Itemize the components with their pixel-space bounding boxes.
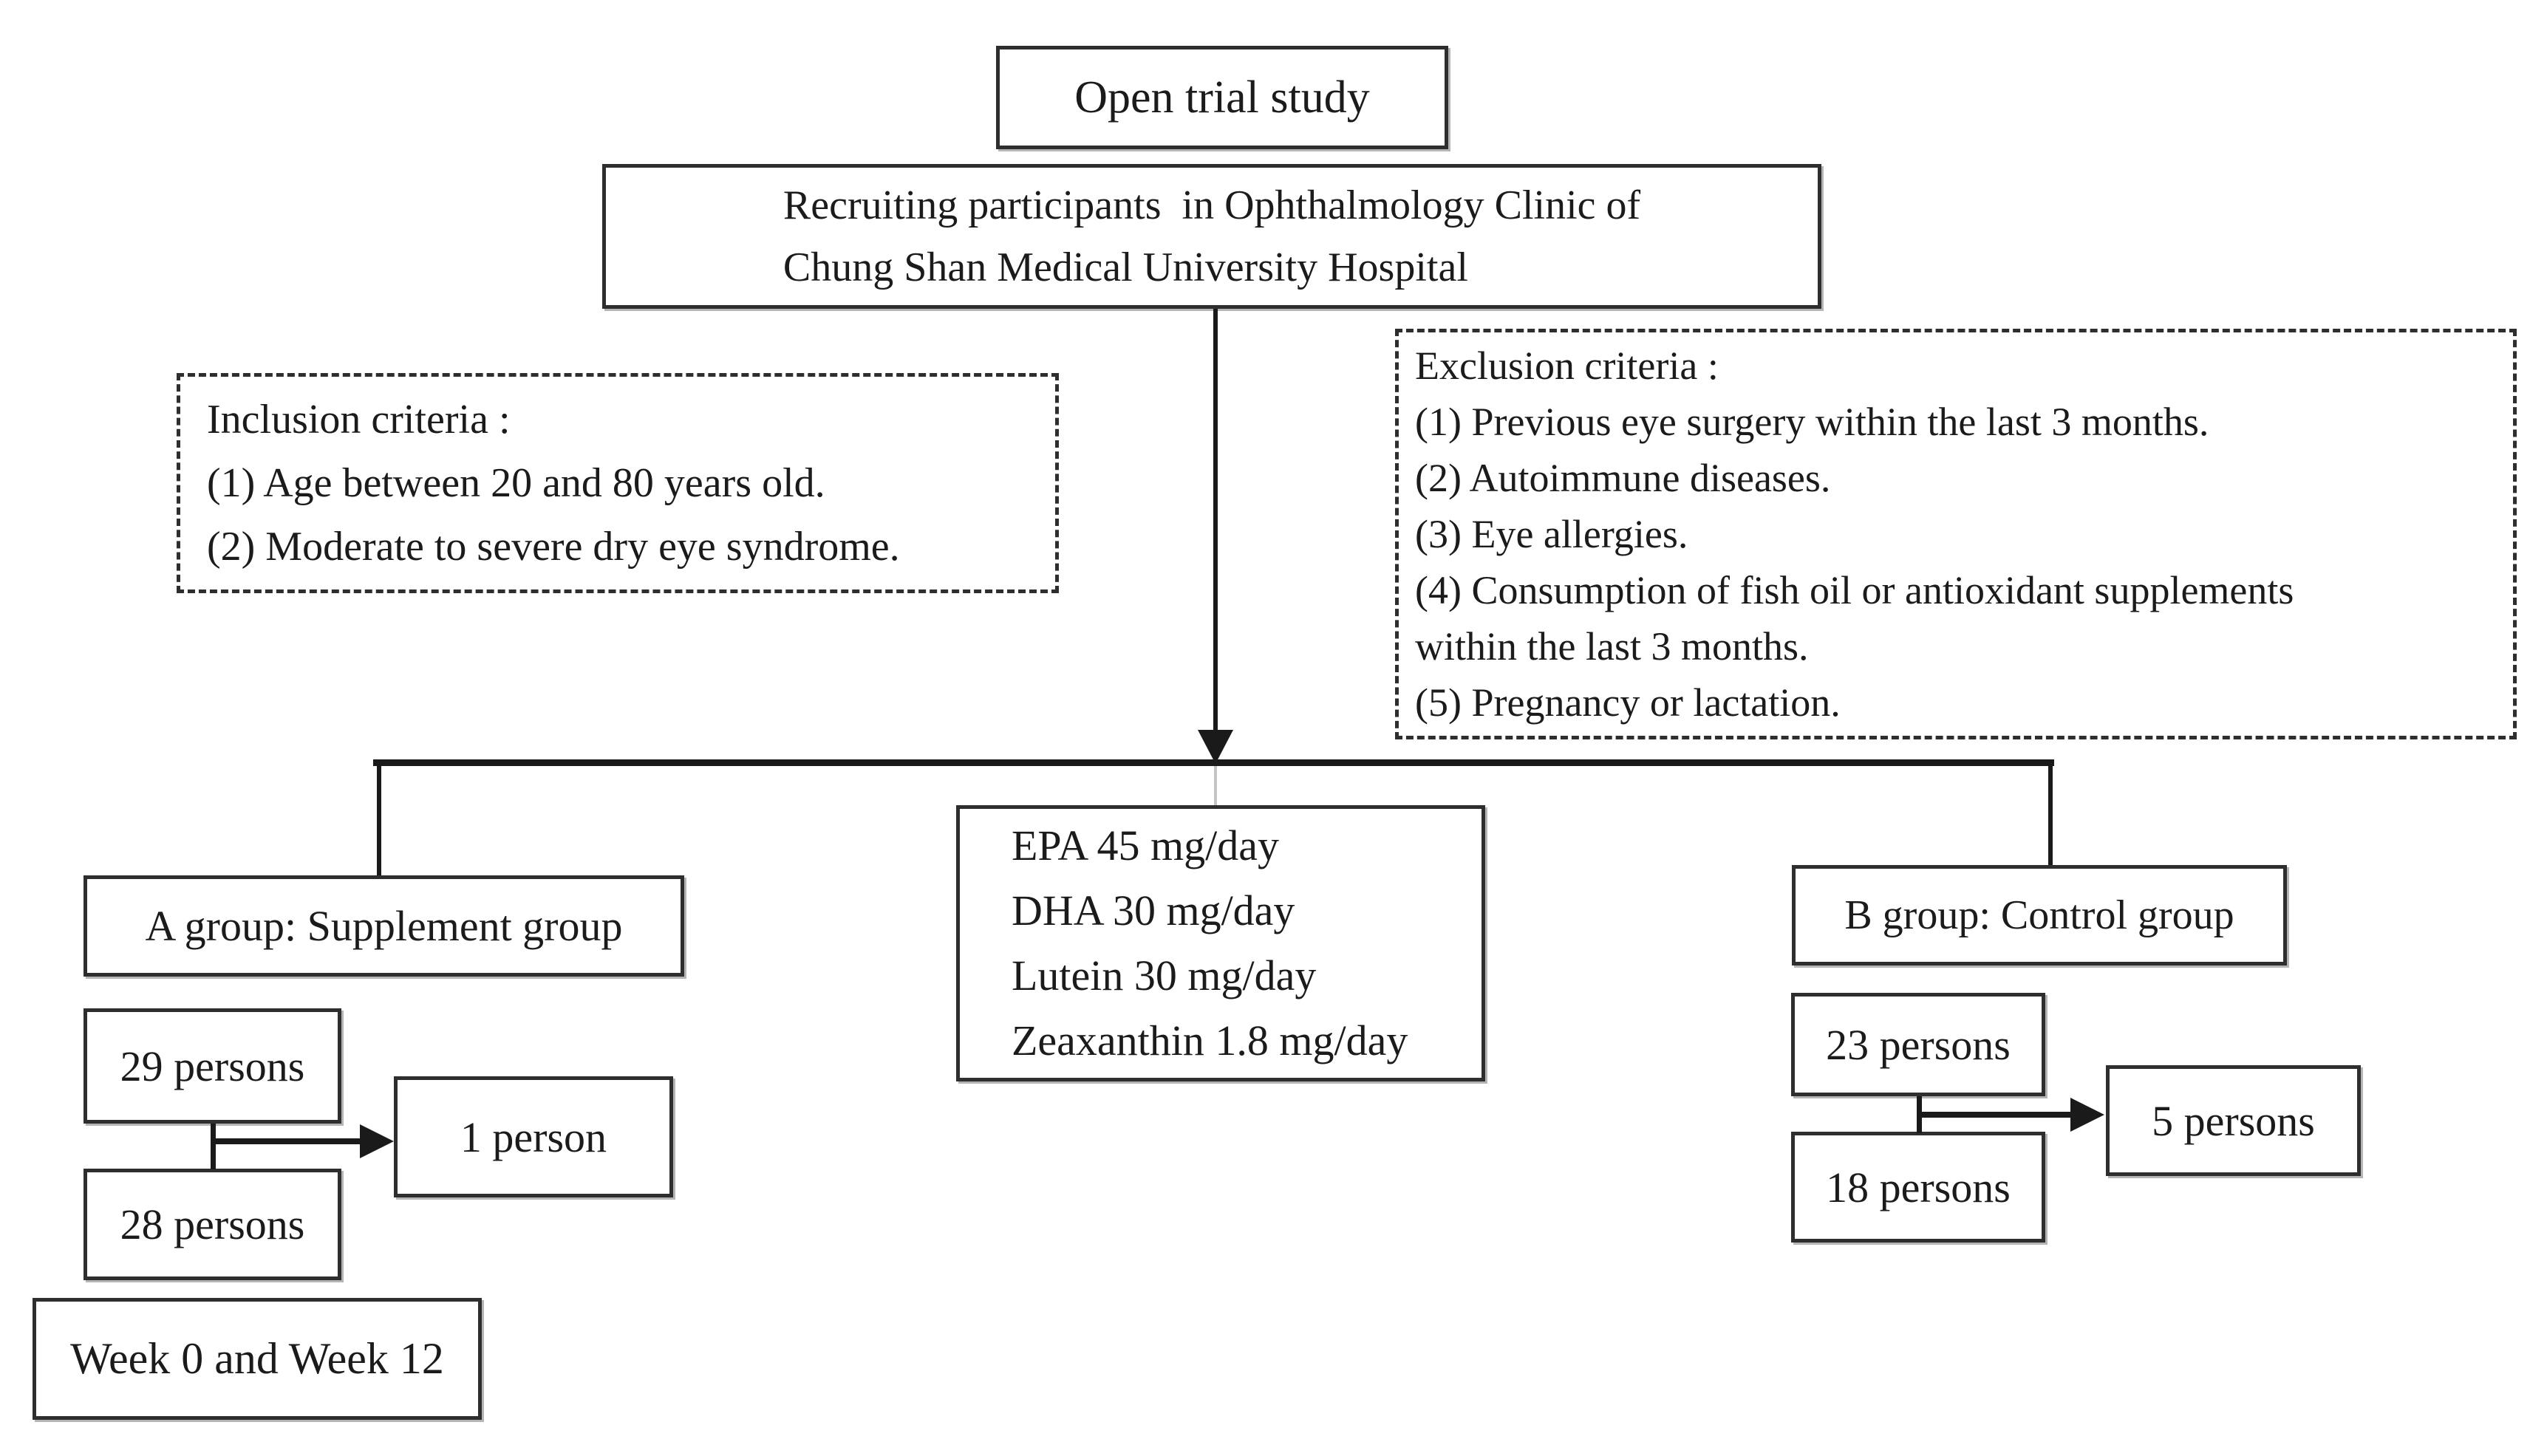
exclusion-line: Exclusion criteria : xyxy=(1415,344,1719,388)
dose-line: Zeaxanthin 1.8 mg/day xyxy=(1012,1016,1408,1064)
group-b-enrolled-box: 23 persons xyxy=(1791,993,2045,1096)
group-b-dropout-box: 5 persons xyxy=(2106,1065,2361,1176)
open-trial-study-label: Open trial study xyxy=(1074,72,1370,123)
group-b-dropout-connector xyxy=(1917,1112,2070,1118)
inclusion-criteria-box: Inclusion criteria : (1) Age between 20 … xyxy=(177,373,1059,593)
group-a-enrolled-count: 29 persons xyxy=(120,1042,305,1090)
group-b-label: B group: Control group xyxy=(1844,892,2234,938)
exclusion-line: (4) Consumption of fish oil or antioxida… xyxy=(1415,568,2294,612)
dose-line: DHA 30 mg/day xyxy=(1012,886,1295,934)
dose-line: Lutein 30 mg/day xyxy=(1012,951,1317,999)
dose-line: EPA 45 mg/day xyxy=(1012,821,1280,869)
group-a-enrolled-box: 29 persons xyxy=(83,1008,341,1124)
right-arrowhead-icon xyxy=(360,1124,394,1158)
recruiting-line: Chung Shan Medical University Hospital xyxy=(782,245,1468,290)
group-a-label: A group: Supplement group xyxy=(145,902,623,950)
recruiting-line: Recruiting participants in Ophthalmology… xyxy=(782,182,1641,228)
inclusion-line: (2) Moderate to severe dry eye syndrome. xyxy=(207,524,900,570)
recruiting-text: Recruiting participants in Ophthalmology… xyxy=(783,174,1640,298)
center-branch-drop xyxy=(1214,766,1217,805)
exclusion-line: (5) Pregnancy or lactation. xyxy=(1415,680,1841,725)
exclusion-line: (3) Eye allergies. xyxy=(1415,512,1688,556)
open-trial-study-box: Open trial study xyxy=(996,46,1448,149)
group-a-completed-box: 28 persons xyxy=(83,1169,341,1280)
inclusion-line: (1) Age between 20 and 80 years old. xyxy=(207,460,825,506)
intervention-dose-text: EPA 45 mg/day DHA 30 mg/day Lutein 30 mg… xyxy=(1012,813,1408,1073)
recruiting-box: Recruiting participants in Ophthalmology… xyxy=(602,164,1821,309)
group-a-dropout-count: 1 person xyxy=(460,1112,607,1161)
group-b-box: B group: Control group xyxy=(1792,865,2287,965)
group-a-dropout-connector xyxy=(211,1138,360,1144)
group-b-dropout-count: 5 persons xyxy=(2152,1096,2315,1145)
inclusion-line: Inclusion criteria : xyxy=(207,397,511,442)
right-arrowhead-icon xyxy=(2070,1098,2104,1132)
branch-connector xyxy=(373,759,2054,766)
exclusion-line: within the last 3 months. xyxy=(1415,624,1809,669)
group-a-junction-connector xyxy=(211,1124,216,1169)
inclusion-criteria-text: Inclusion criteria : (1) Age between 20 … xyxy=(207,388,900,578)
intervention-dose-box: EPA 45 mg/day DHA 30 mg/day Lutein 30 mg… xyxy=(956,805,1485,1081)
group-a-dropout-box: 1 person xyxy=(394,1076,673,1197)
right-branch-drop xyxy=(2048,759,2053,867)
left-branch-drop xyxy=(377,759,381,878)
exclusion-criteria-text: Exclusion criteria : (1) Previous eye su… xyxy=(1415,338,2294,731)
assessment-week-box: Week 0 and Week 12 xyxy=(33,1298,482,1420)
down-arrowhead-icon xyxy=(1198,730,1233,764)
stem-connector xyxy=(1213,309,1218,731)
exclusion-line: (2) Autoimmune diseases. xyxy=(1415,456,1831,500)
group-a-box: A group: Supplement group xyxy=(83,875,684,977)
group-b-enrolled-count: 23 persons xyxy=(1826,1020,2011,1069)
assessment-week-label: Week 0 and Week 12 xyxy=(70,1334,444,1383)
exclusion-line: (1) Previous eye surgery within the last… xyxy=(1415,400,2209,444)
exclusion-criteria-box: Exclusion criteria : (1) Previous eye su… xyxy=(1395,329,2517,739)
group-a-completed-count: 28 persons xyxy=(120,1200,305,1248)
group-b-completed-box: 18 persons xyxy=(1791,1132,2045,1243)
group-b-completed-count: 18 persons xyxy=(1826,1163,2011,1211)
